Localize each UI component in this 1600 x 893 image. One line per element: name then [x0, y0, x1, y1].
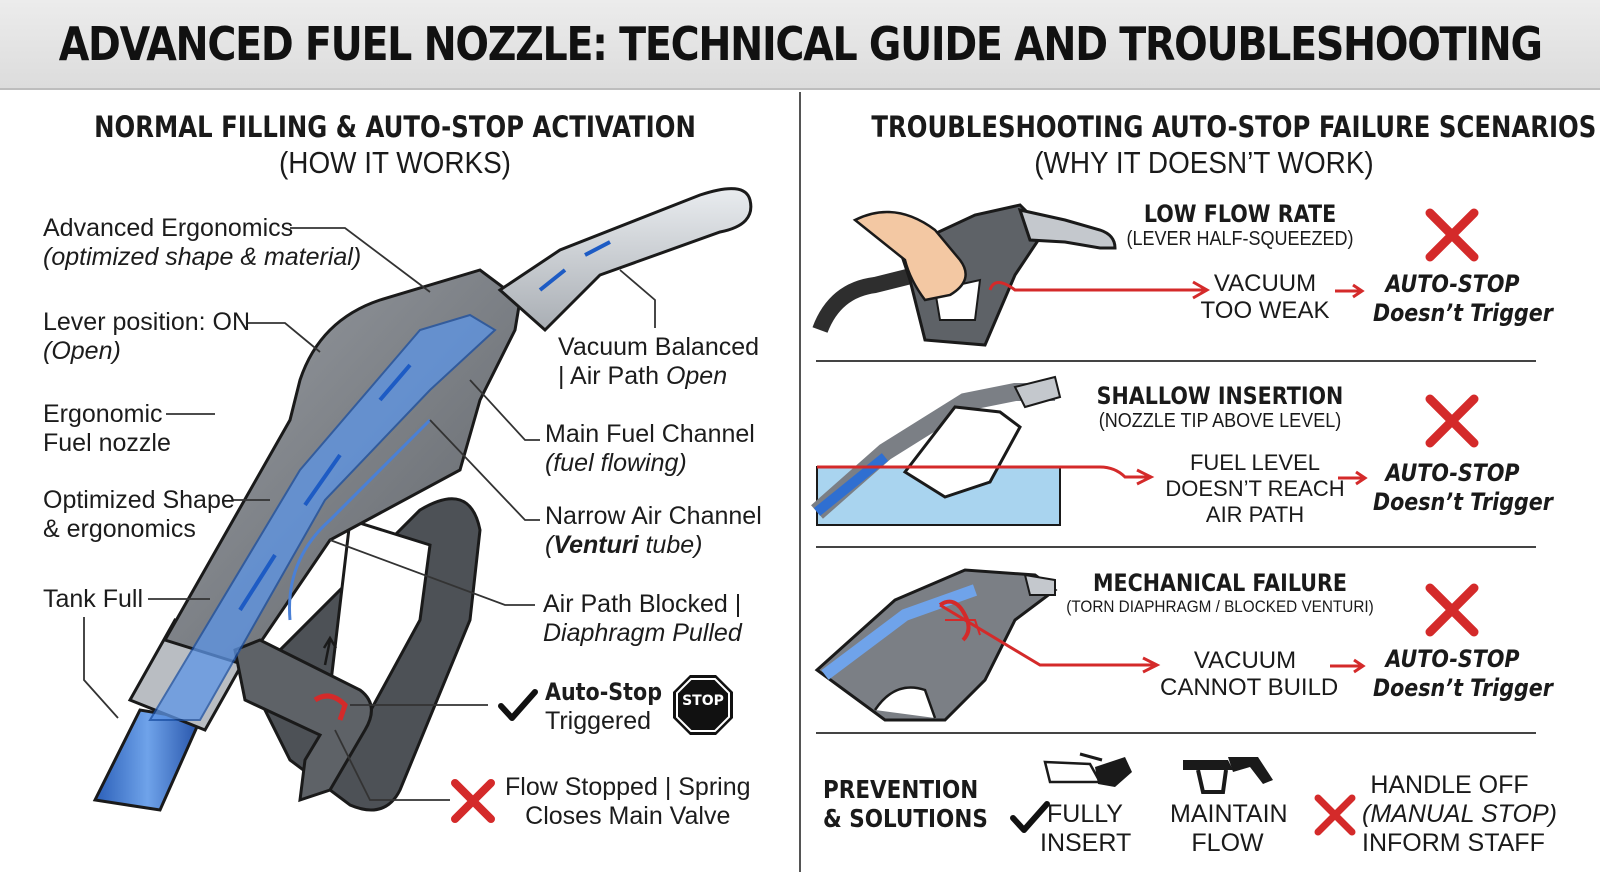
right-section-subtitle: (WHY IT DOESN’T WORK): [1034, 145, 1374, 180]
scenario-3-subtitle: (TORN DIAPHRAGM / BLOCKED VENTURI): [1066, 597, 1374, 616]
maintain-flow-icon: [1183, 757, 1273, 794]
scenario-mechanical-failure-illustration: [814, 568, 1161, 722]
red-x-icon: [451, 779, 495, 823]
label-main-fuel-channel: Main Fuel Channel (fuel flowing): [545, 420, 755, 477]
scenario-3-cause: VACUUM CANNOT BUILD: [1160, 647, 1339, 701]
scenario-3-arrow: [1330, 658, 1366, 674]
scenario-separator-1: [816, 360, 1536, 362]
scenario-shallow-insertion-illustration: [811, 375, 1155, 526]
label-advanced-ergonomics: Advanced Ergonomics (optimized shape & m…: [43, 214, 362, 271]
scenario-1-arrow: [1335, 283, 1365, 299]
scenario-2-arrow: [1338, 470, 1368, 486]
label-auto-stop-triggered: Auto-Stop Triggered: [545, 678, 662, 735]
scenario-2-title: SHALLOW INSERTION: [1096, 382, 1344, 410]
prevention-title: PREVENTION & SOLUTIONS: [823, 775, 988, 833]
diaphragm: [313, 693, 348, 721]
scenario-3-title: MECHANICAL FAILURE: [1092, 569, 1347, 597]
main-fuel-channel: [148, 313, 497, 721]
prevention-maintain-flow: MAINTAIN FLOW: [1170, 800, 1288, 857]
scenario-2-cause: FUEL LEVEL DOESN’T REACH AIR PATH: [1165, 450, 1345, 527]
scenario-low-flow-illustration: [812, 203, 1211, 347]
label-air-path-blocked: Air Path Blocked | Diaphragm Pulled: [543, 590, 742, 647]
scenario-3-fail-icon: [1425, 583, 1479, 637]
scenario-2-result: AUTO-STOP Doesn’t Trigger: [1372, 459, 1553, 516]
nozzle-spout: [497, 187, 753, 333]
scenario-2-subtitle: (NOZZLE TIP ABOVE LEVEL): [1098, 410, 1342, 432]
title-banner: ADVANCED FUEL NOZZLE: TECHNICAL GUIDE AN…: [0, 0, 1600, 90]
lever: [233, 638, 373, 803]
label-narrow-air-channel: Narrow Air Channel (Venturi tube): [545, 502, 762, 559]
hand-icon: [852, 210, 967, 302]
section-divider: [799, 92, 801, 872]
scenario-separator-3: [816, 732, 1536, 734]
scenario-1-result: AUTO-STOP Doesn’t Trigger: [1372, 270, 1553, 327]
page-title: ADVANCED FUEL NOZZLE: TECHNICAL GUIDE AN…: [58, 17, 1543, 71]
nozzle-illustration: [83, 187, 753, 812]
fully-insert-icon: [1043, 752, 1132, 787]
label-tank-full: Tank Full: [43, 585, 144, 613]
label-vacuum-balanced: Vacuum Balanced | Air Path Open: [558, 333, 760, 390]
left-section-subtitle: (HOW IT WORKS): [279, 145, 511, 180]
scenario-1-title: LOW FLOW RATE: [1143, 200, 1337, 228]
label-optimized-shape: Optimized Shape & ergonomics: [43, 486, 235, 543]
scenario-3-result: AUTO-STOP Doesn’t Trigger: [1372, 645, 1553, 702]
right-section-title: TROUBLESHOOTING AUTO-STOP FAILURE SCENAR…: [871, 110, 1597, 144]
left-section-title: NORMAL FILLING & AUTO-STOP ACTIVATION: [94, 110, 696, 144]
fuel-hose: [92, 708, 203, 812]
scenario-1-cause: VACUUM TOO WEAK: [1200, 270, 1330, 324]
stop-sign-text: STOP: [682, 693, 724, 709]
check-icon: [498, 689, 538, 721]
prevention-check-icon: [1010, 801, 1050, 833]
label-flow-stopped: Flow Stopped | Spring Closes Main Valve: [505, 773, 751, 830]
label-lever-position: Lever position: ON (Open): [43, 308, 251, 365]
prevention-x-icon: [1314, 794, 1356, 836]
prevention-fully-insert: FULLY INSERT: [1040, 800, 1132, 857]
venturi-air-channel: [288, 418, 432, 621]
stop-sign-icon: [673, 675, 733, 735]
label-ergonomic-nozzle: Ergonomic Fuel nozzle: [43, 400, 171, 457]
scenario-1-subtitle: (LEVER HALF-SQUEEZED): [1126, 228, 1354, 250]
prevention-handle-off: HANDLE OFF (MANUAL STOP) INFORM STAFF: [1362, 771, 1557, 857]
scenario-1-fail-icon: [1425, 208, 1479, 262]
scenario-2-fail-icon: [1425, 394, 1479, 448]
scenario-separator-2: [816, 546, 1536, 548]
